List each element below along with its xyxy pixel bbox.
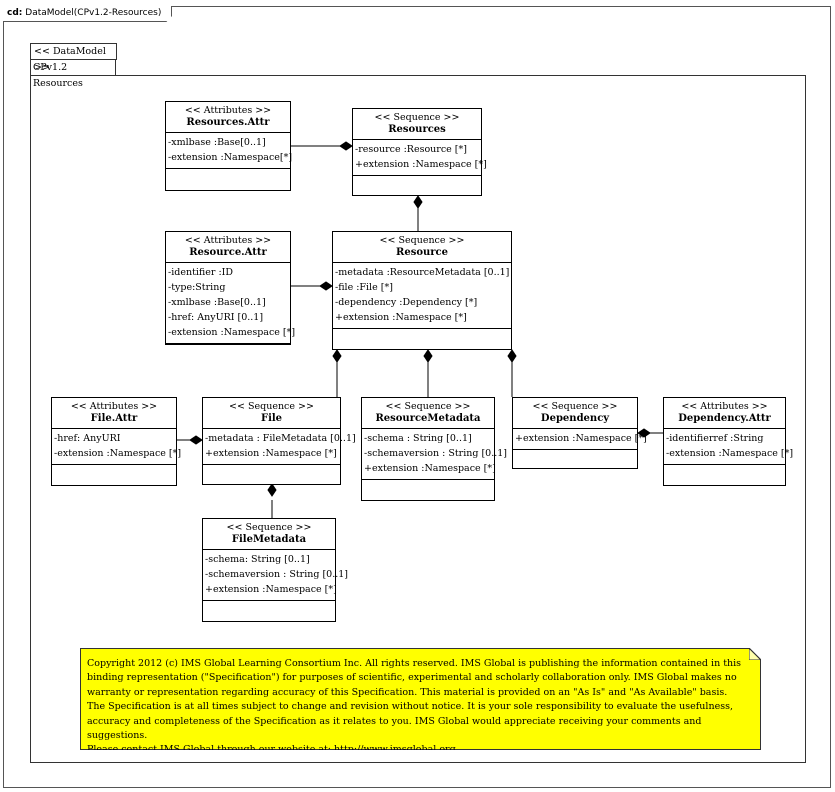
attribute: -xmlbase :Base[0..1] [168,297,266,308]
attribute: -xmlbase :Base[0..1] [168,137,266,148]
diamond-resource-metadata [423,349,433,363]
diagram-frame [3,6,831,788]
note-line: warranty or representation regarding acc… [87,686,728,698]
attribute: +extension :Namespace [*] [335,312,467,323]
stereotype: << Sequence >> [229,401,314,412]
class-name: Dependency [540,413,610,424]
class-dependency-attr: << Attributes >>Dependency.Attr -identif… [663,397,794,486]
copyright-note: Copyright 2012 (c) IMS Global Learning C… [80,648,761,750]
attribute: -extension :Namespace [*] [666,448,794,459]
frame-title: DataModel(CPv1.2-Resources) [25,8,162,18]
class-resources: << Sequence >>Resources -resource :Resou… [352,108,487,196]
diamond-file-attr [189,435,203,445]
attribute: -type:String [168,282,226,293]
stereotype: << Attributes >> [681,401,768,412]
stereotype: << Sequence >> [532,401,618,412]
class-name: File [260,413,283,424]
stereotype: << Attributes >> [70,401,158,412]
stereotype: << Sequence >> [385,401,471,412]
attribute: +extension :Namespace [*] [515,433,647,444]
attribute: -schemaversion : String [0..1] [205,569,349,580]
class-name: Resources [388,124,446,135]
note-corner-fold [749,648,761,660]
note-line: binding representation ("Specification")… [87,672,737,684]
class-name: Resource [396,247,448,258]
class-name: ResourceMetadata [375,413,481,424]
diamond-file-filemetadata [267,483,277,497]
class-resources-attr: << Attributes >>Resources.Attr -xmlbase … [165,101,293,191]
note-line: Please contact IMS Global through our we… [87,744,459,756]
note-line: Copyright 2012 (c) IMS Global Learning C… [87,658,742,669]
attribute: +extension :Namespace [*] [205,448,337,459]
attribute: -href: AnyURI [54,433,121,444]
attribute: +extension :Namespace [*] [364,463,496,474]
attribute: -schema: String [0..1] [205,554,310,565]
stereotype: << Sequence >> [374,112,460,123]
note-line: The Specification is at all times subjec… [87,701,733,713]
package-stereotype: << DataModel >> [30,43,117,73]
package-body [30,75,806,763]
attribute: -extension :Namespace [*] [54,448,182,459]
note-line: accuracy and completeness of the Specifi… [87,715,702,742]
diamond-resource-dependency [507,349,517,363]
attribute: -resource :Resource [*] [355,144,467,155]
diamond-resources-resource [413,195,423,209]
attribute: -schema : String [0..1] [364,433,472,444]
attribute: +extension :Namespace [*] [205,584,337,595]
class-name: FileMetadata [231,534,307,545]
diamond-resource-file [332,349,342,363]
frame-kind: cd: [7,8,23,18]
stereotype: << Sequence >> [379,235,465,246]
attribute: -href: AnyURI [0..1] [168,312,264,323]
class-name: Dependency.Attr [678,413,771,424]
attribute: -dependency :Dependency [*] [335,297,478,308]
diagram-frame-tab: cd: DataModel(CPv1.2-Resources) [3,6,172,22]
attribute: -extension :Namespace [*] [168,327,296,338]
class-resource: << Sequence >>Resource -metadata :Resour… [332,231,512,350]
stereotype: << Attributes >> [184,105,272,116]
class-name: Resources.Attr [186,117,270,128]
class-resource-metadata: << Sequence >>ResourceMetadata -schema :… [361,397,508,501]
diamond-resources-attr [339,141,353,151]
class-file: << Sequence >>File -metadata : FileMetad… [202,397,356,485]
class-name: File.Attr [90,413,138,424]
class-file-attr: << Attributes >>File.Attr -href: AnyURI -… [51,397,182,486]
class-file-metadata: << Sequence >>FileMetadata -schema: Stri… [202,518,349,622]
diamond-resource-attr [319,281,333,291]
attribute: -metadata : FileMetadata [0..1] [205,433,356,444]
attribute: -file :File [*] [335,282,393,293]
class-name: Resource.Attr [189,247,267,258]
attribute: -identifierref :String [666,433,764,444]
diamond-dependency-attr [637,428,651,438]
attribute: -schemaversion : String [0..1] [364,448,508,459]
attribute: -identifier :ID [168,267,234,278]
attribute: +extension :Namespace [*] [355,159,487,170]
class-resource-attr: << Attributes >>Resource.Attr -identifie… [165,231,296,345]
class-dependency: << Sequence >>Dependency +extension :Nam… [512,397,647,469]
attribute: -metadata :ResourceMetadata [0..1] [335,267,510,278]
attribute: -extension :Namespace[*] [168,152,293,163]
stereotype: << Attributes >> [184,235,272,246]
stereotype: << Sequence >> [226,522,312,533]
